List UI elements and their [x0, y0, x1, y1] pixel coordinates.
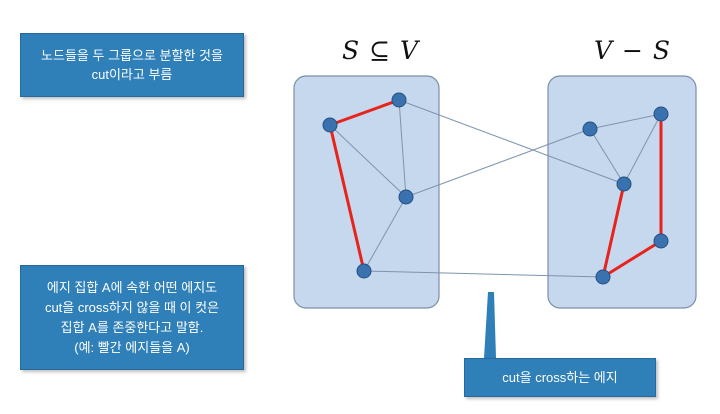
callout-respect-definition: 에지 집합 A에 속한 어떤 에지도 cut을 cross하지 않을 때 이 컷…: [20, 265, 244, 370]
edge: [363, 196, 407, 272]
set-s-label: S ⊆ V: [342, 36, 420, 65]
callout-line: 노드들을 두 그룹으로 분할한 것을: [41, 48, 223, 63]
node: [391, 92, 407, 108]
edge: [589, 128, 625, 185]
node: [322, 117, 338, 133]
red-edge: [602, 239, 662, 279]
edge: [398, 99, 407, 198]
node: [356, 263, 372, 279]
red-edge: [328, 124, 366, 272]
callout-crossing-edge: cut을 cross하는 에지: [464, 358, 656, 397]
crossing-edge: [363, 270, 604, 278]
callout-cut-definition: 노드들을 두 그룹으로 분할한 것을 cut이라고 부름: [20, 33, 244, 97]
callout-line: 에지 집합 A에 속한 어떤 에지도: [46, 279, 218, 295]
callout-line: 집합 A를 존중한다고 말함.: [60, 319, 204, 335]
red-edge: [329, 98, 400, 127]
crossing-edge: [398, 99, 625, 185]
node: [595, 269, 611, 285]
crossing-edge: [405, 128, 591, 198]
edge: [589, 113, 662, 130]
edge: [623, 113, 662, 185]
callout-line: cut을 cross하지 않을 때 이 컷은: [44, 299, 220, 315]
callout-line: cut을 cross하는 에지: [502, 370, 618, 385]
red-edge: [601, 183, 626, 278]
node: [616, 176, 632, 192]
set-s-region: [293, 75, 440, 309]
edge: [329, 124, 407, 198]
node: [653, 106, 669, 122]
callout-line: (예: 빨간 에지들을 A): [74, 339, 190, 355]
node: [398, 189, 414, 205]
callout-pointer: [484, 292, 496, 358]
callout-line: cut이라고 부름: [91, 67, 173, 82]
set-v-minus-s-label: V − S: [594, 36, 672, 65]
node: [582, 121, 598, 137]
node: [653, 233, 669, 249]
